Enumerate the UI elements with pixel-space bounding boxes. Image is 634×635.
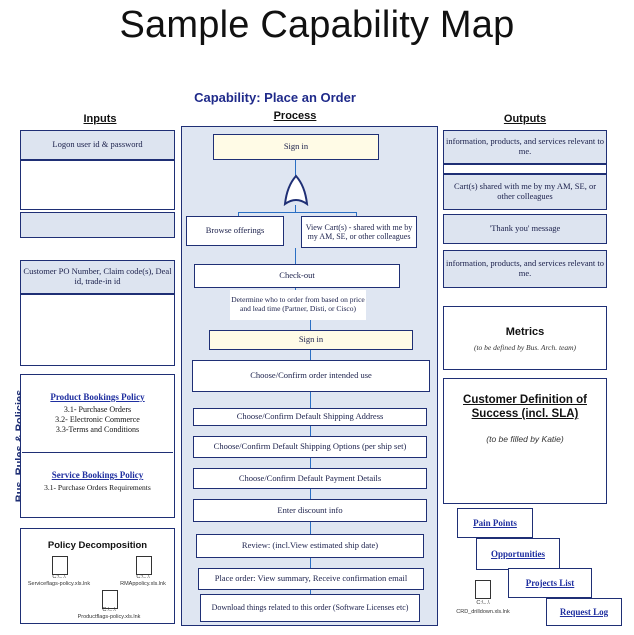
file-icon[interactable] [102,590,118,609]
input-row-3 [20,212,175,238]
connector [310,558,311,568]
checkout-step[interactable]: Check-out [194,264,400,288]
output-row-2 [443,174,607,210]
sign-in-step[interactable]: Sign in [213,134,379,160]
opportunities-box[interactable]: Opportunities [476,538,560,570]
request-log-link[interactable]: Request Log [559,606,609,617]
place-order-step[interactable]: Place order: View summary, Receive confi… [198,568,424,590]
metrics-note: (to be defined by Bus. Arch. team) [473,343,577,352]
file-path: C:\...\ [102,607,116,613]
connector [310,522,311,534]
policies-panel [20,374,175,518]
input-row-1 [20,130,175,160]
service-policy: Service Bookings Policy 3.1- Purchase Or… [22,470,173,492]
payment-details-step[interactable]: Choose/Confirm Default Payment Details [193,468,427,489]
shipping-address-step[interactable]: Choose/Confirm Default Shipping Address [193,408,427,426]
metrics-panel [443,306,607,370]
output-thank-you: 'Thank you' message [489,223,561,234]
input-customer-po: Customer PO Number, Claim code(s), Deal … [23,266,172,286]
output-row-1 [443,130,607,164]
product-bookings-policy-link[interactable]: Product Bookings Policy [50,392,145,402]
connector [310,590,311,594]
connector [295,205,296,212]
input-row-4 [20,260,175,294]
service-bookings-policy-link[interactable]: Service Bookings Policy [51,470,144,480]
file-icon[interactable] [52,556,68,575]
connector [310,350,311,360]
or-gate-icon [283,174,309,206]
opportunities-link[interactable]: Opportunities [490,548,545,559]
projects-list-box[interactable]: Projects List [508,568,592,598]
request-log-box[interactable]: Request Log [546,598,622,626]
inputs-header: Inputs [83,113,117,125]
discount-info-step[interactable]: Enter discount info [193,499,427,522]
file-path: C:\...\ [136,574,150,580]
product-policy-item: 3.3-Terms and Conditions [55,425,140,434]
input-row-5 [20,294,175,366]
policy-decomposition-panel [20,528,175,624]
connector [310,426,311,436]
intended-use-step[interactable]: Choose/Confirm order intended use [192,360,430,392]
projects-list-link[interactable]: Projects List [525,577,575,588]
file-name: RMAppolicy.xls.lnk [120,581,166,587]
view-carts-step[interactable]: View Cart(s) - shared with me by my AM, … [301,216,417,248]
file-icon[interactable] [136,556,152,575]
review-step[interactable]: Review: (incl.View estimated ship date) [196,534,424,558]
metrics-title: Metrics [505,326,545,338]
file-name: Productflags-policy.xls.lnk [77,614,141,620]
output-info-1: information, products, and services rele… [446,136,604,156]
product-policy-item: 3.2- Electronic Commerce [55,415,140,424]
input-row-2 [20,160,175,210]
connector [310,392,311,408]
output-info-2: information, products, and services rele… [446,258,604,278]
connector [356,212,357,218]
file-icon[interactable] [475,580,491,599]
connector [238,212,356,213]
policy-divider [22,452,173,453]
file-name: CRD_drilldown.xls.lnk [456,609,510,615]
product-policy-item: 3.1- Purchase Orders [63,405,132,414]
outputs-header: Outputs [503,113,547,125]
output-gap [443,164,607,174]
connector [310,320,311,330]
pain-points-box[interactable]: Pain Points [457,508,533,538]
success-title: Customer Definition of Success (incl. SL… [463,394,587,421]
service-policy-item: 3.1- Purchase Orders Requirements [44,483,151,492]
download-step[interactable]: Download things related to this order (S… [200,594,420,622]
file-path: C:\...\ [476,600,490,606]
connector [295,248,296,264]
capability-title: Capability: Place an Order [194,90,356,105]
browse-offerings-step[interactable]: Browse offerings [186,216,284,246]
output-row-4 [443,250,607,288]
shipping-options-step[interactable]: Choose/Confirm Default Shipping Options … [193,436,427,458]
connector [310,458,311,468]
success-note: (to be filled by Katie) [486,434,564,444]
policy-decomposition-title: Policy Decomposition [47,540,148,551]
product-policy: Product Bookings Policy 3.1- Purchase Or… [22,392,173,434]
slide-title: Sample Capability Map [119,4,515,46]
connector [310,489,311,499]
sign-in-step-2[interactable]: Sign in [209,330,413,350]
file-path: C:\...\ [52,574,66,580]
output-shared-carts: Cart(s) shared with me by my AM, SE, or … [453,181,597,201]
process-header: Process [273,110,317,122]
determine-step: Determine who to order from based on pri… [230,290,366,320]
connector [295,160,296,176]
output-row-3 [443,214,607,244]
file-name: Serviceflags-policy.xls.lnk [27,581,91,587]
connector [238,212,239,218]
pain-points-link[interactable]: Pain Points [473,517,517,528]
input-logon: Logon user id & password [52,139,143,150]
success-panel [443,378,607,504]
